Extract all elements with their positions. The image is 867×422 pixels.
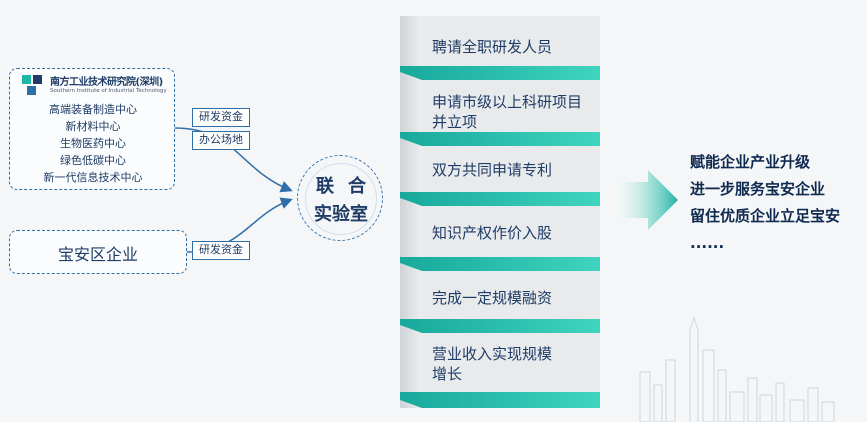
step-item: 知识产权作价入股 — [432, 224, 553, 242]
tag-rd-funding-district: 研发资金 — [192, 241, 250, 260]
outcome-item: 进一步服务宝安企业 — [690, 180, 826, 198]
institute-name-en: Southern Institute of Industrial Technol… — [50, 88, 167, 94]
center-item: 新材料中心 — [65, 120, 121, 133]
institute-box: 南方工业技术研究院(深圳) Southern Institute of Indu… — [9, 68, 175, 190]
outcome-item: 留住优质企业立足宝安 — [690, 207, 841, 225]
connector-institute — [174, 127, 293, 193]
center-list: 高端装备制造中心 新材料中心 生物医药中心 绿色低碳中心 新一代信息技术中心 — [10, 101, 176, 186]
district-box: 宝安区企业 — [9, 230, 187, 274]
steps-column — [400, 16, 600, 408]
step-item: 营业收入实现规模增长 — [432, 345, 553, 383]
outcome-item: 赋能企业产业升级 — [690, 153, 811, 171]
step-item: 双方共同申请专利 — [432, 161, 553, 179]
step-item: 申请市级以上科研项目并立项 — [432, 93, 583, 131]
outcome-arrow — [612, 170, 678, 230]
step-item: 完成一定规模融资 — [432, 289, 553, 307]
center-item: 高端装备制造中心 — [49, 103, 137, 116]
center-item: 绿色低碳中心 — [60, 154, 126, 167]
joint-lab-inner-ring — [305, 163, 377, 235]
tag-office-space: 办公场地 — [192, 131, 250, 150]
joint-lab-node: 联合 实验室 — [297, 155, 383, 241]
district-label: 宝安区企业 — [57, 245, 138, 264]
outcome-item: ...... — [690, 234, 725, 252]
institute-name: 南方工业技术研究院(深圳) — [50, 77, 163, 88]
joint-lab-title-line2: 实验室 — [314, 204, 368, 225]
tag-rd-funding: 研发资金 — [192, 108, 250, 127]
center-item: 新一代信息技术中心 — [43, 171, 143, 184]
outcome-list: 赋能企业产业升级 进一步服务宝安企业 留住优质企业立足宝安 ...... — [690, 149, 840, 257]
city-skyline — [639, 316, 835, 422]
step-item: 聘请全职研发人员 — [432, 38, 553, 56]
center-item: 生物医药中心 — [60, 137, 126, 150]
institute-logo-icon — [22, 75, 42, 95]
joint-lab-title-line1: 联合 — [316, 176, 380, 197]
